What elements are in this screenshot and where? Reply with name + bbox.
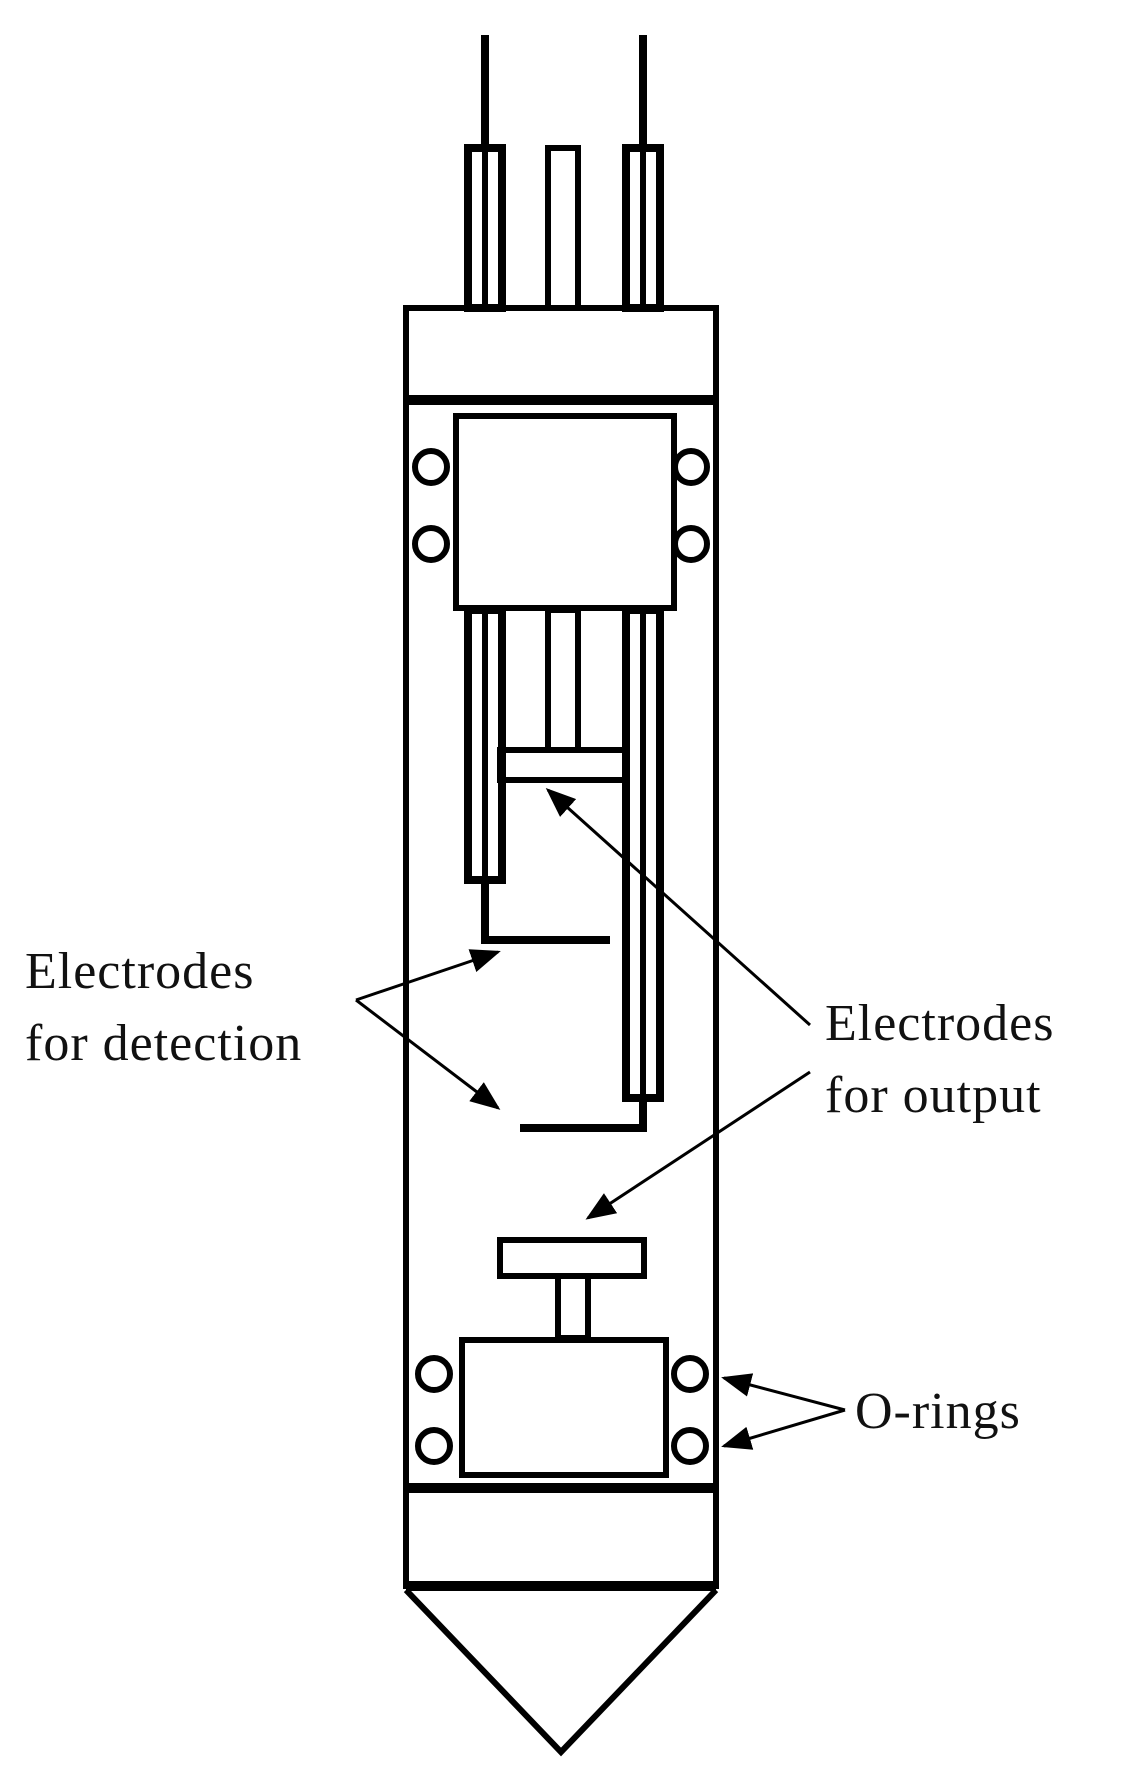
top-cap: [403, 305, 719, 405]
upper-inner-block: [453, 413, 677, 611]
leader-arrows: [355, 787, 846, 1450]
top-tube-middle: [545, 145, 581, 311]
label-output-line2: for output: [825, 1067, 1042, 1124]
upper-oring-left-2: [412, 525, 450, 563]
probe-body: [403, 35, 719, 1757]
label-detection-line1: Electrodes: [25, 943, 254, 1000]
conical-tip: [403, 1587, 719, 1757]
arrow-output-upper: [545, 787, 812, 1027]
output-electrode-stem: [555, 1273, 591, 1341]
label-output-line1: Electrodes: [825, 995, 1054, 1052]
detection-electrode-upper: [481, 880, 610, 944]
outer-casing: [403, 305, 719, 1589]
lower-tube-middle: [545, 607, 581, 753]
label-orings: O-rings: [855, 1383, 1021, 1440]
arrow-oring-upper: [721, 1373, 846, 1412]
detection-electrode-lower: [520, 1096, 647, 1132]
label-detection-line2: for detection: [25, 1015, 302, 1072]
lower-oring-right-1: [671, 1355, 709, 1393]
upper-oring-left-1: [412, 448, 450, 486]
arrow-detection-upper: [355, 949, 501, 1002]
lower-inner-block: [459, 1337, 669, 1478]
arrow-output-lower: [585, 1070, 811, 1220]
upper-oring-right-1: [672, 448, 710, 486]
lower-oring-right-2: [671, 1427, 709, 1465]
arrow-detection-lower: [355, 998, 501, 1110]
lower-oring-left-2: [415, 1427, 453, 1465]
arrow-oring-lower: [721, 1408, 846, 1450]
output-electrode-upper: [497, 747, 629, 783]
lower-oring-left-1: [415, 1355, 453, 1393]
upper-oring-right-2: [672, 525, 710, 563]
output-electrode-lower: [497, 1237, 647, 1279]
